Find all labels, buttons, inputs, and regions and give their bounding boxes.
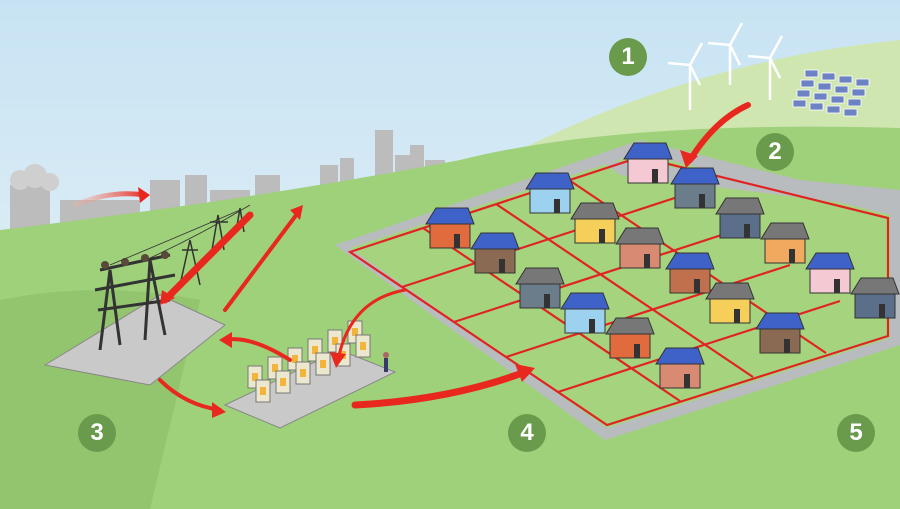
door <box>834 279 840 293</box>
house <box>665 252 715 294</box>
solar-farm-panel <box>847 98 862 107</box>
solar-roof-panel <box>655 347 705 365</box>
roof <box>570 202 620 220</box>
factory-smoke <box>10 164 59 191</box>
grid-line <box>422 227 681 402</box>
door <box>694 279 700 293</box>
grid-line <box>453 227 741 324</box>
door <box>784 339 790 353</box>
door <box>454 234 460 248</box>
door <box>634 344 640 358</box>
wind-turbine <box>667 42 704 110</box>
solar-roof-panel <box>560 292 610 310</box>
energy-flow-arrows <box>72 102 751 412</box>
house <box>670 167 720 209</box>
door <box>644 254 650 268</box>
solar-roof-panel <box>525 172 575 190</box>
roof <box>605 317 655 335</box>
solar-farm-panel <box>792 99 807 108</box>
solar-roof-panel <box>425 207 475 225</box>
wind-turbines <box>667 22 784 110</box>
arrow-heads <box>138 150 698 418</box>
wind-turbine <box>747 35 784 100</box>
solar-farm-panel <box>796 89 811 98</box>
solar-farm-panel <box>851 88 866 97</box>
house <box>560 292 610 334</box>
door <box>734 309 740 323</box>
house <box>615 227 665 269</box>
grid-line <box>495 203 754 378</box>
solar-farm-panel <box>809 102 824 111</box>
step-badge-3: 3 <box>78 414 116 452</box>
house <box>515 267 565 309</box>
roof <box>615 227 665 245</box>
door <box>744 224 750 238</box>
house <box>655 347 705 389</box>
substation <box>43 251 226 386</box>
house <box>705 282 755 324</box>
solar-farm-panel <box>838 75 853 84</box>
roof <box>850 277 900 295</box>
house <box>605 317 655 359</box>
solar-farm-panel <box>830 95 845 104</box>
solar-roof-panel <box>470 232 520 250</box>
roof <box>515 267 565 285</box>
door <box>684 374 690 388</box>
solar-farm-panel <box>821 72 836 81</box>
door <box>599 229 605 243</box>
solar-farm-panel <box>843 108 858 117</box>
solar-farm-panel <box>817 82 832 91</box>
roof <box>705 282 755 300</box>
solar-roof-panel <box>665 252 715 270</box>
house <box>755 312 805 354</box>
solar-farm-panel <box>826 105 841 114</box>
house <box>623 142 673 184</box>
roof <box>760 222 810 240</box>
door <box>652 169 658 183</box>
door <box>589 319 595 333</box>
step-badge-1: 1 <box>609 38 647 76</box>
grid-loop <box>347 155 890 427</box>
door <box>789 249 795 263</box>
step-badge-2: 2 <box>756 133 794 171</box>
house <box>425 207 475 249</box>
solar-roof-panel <box>755 312 805 330</box>
transformer-bank <box>223 320 397 429</box>
house <box>715 197 765 239</box>
house <box>850 277 900 319</box>
wind-turbine <box>707 22 744 85</box>
solar-roof-panel <box>670 167 720 185</box>
solar-farm-panel <box>800 79 815 88</box>
solar-farm-panel <box>813 92 828 101</box>
house <box>470 232 520 274</box>
door <box>544 294 550 308</box>
grid-line <box>401 191 691 289</box>
solar-roof-panel <box>623 142 673 160</box>
solar-roof-panel <box>805 252 855 270</box>
door <box>499 259 505 273</box>
house <box>805 252 855 294</box>
roof <box>715 197 765 215</box>
worker <box>384 358 388 372</box>
solar-farm <box>792 69 870 117</box>
door <box>554 199 560 213</box>
solar-farm-panel <box>804 69 819 78</box>
grid-line <box>505 263 791 359</box>
door <box>699 194 705 208</box>
house <box>570 202 620 244</box>
step-badge-4: 4 <box>508 414 546 452</box>
door <box>879 304 885 318</box>
solar-farm-panel <box>855 78 870 87</box>
solar-farm-panel <box>834 85 849 94</box>
house <box>760 222 810 264</box>
step-badge-5: 5 <box>837 414 875 452</box>
houses <box>425 142 900 389</box>
house <box>525 172 575 214</box>
